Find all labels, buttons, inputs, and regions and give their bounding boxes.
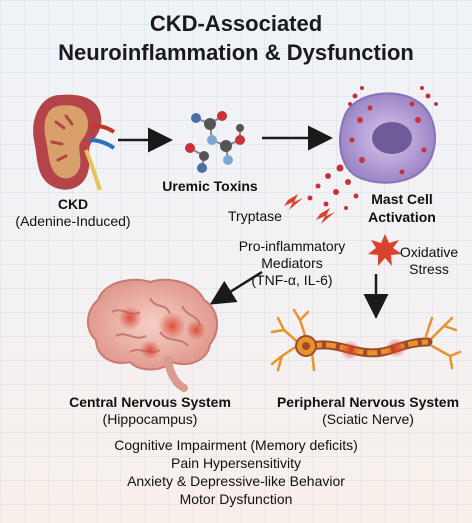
oxidative-stress-label: Oxidative Stress xyxy=(390,244,468,278)
outcome-item: Anxiety & Depressive-like Behavior xyxy=(127,473,345,489)
mast-cell-line2: Activation xyxy=(368,209,436,225)
ckd-label: CKD (Adenine-Induced) xyxy=(8,196,138,230)
tryptase-label: Tryptase xyxy=(228,208,282,224)
oxidative-line1: Oxidative xyxy=(399,244,459,260)
mediators-line2: Mediators xyxy=(261,255,323,271)
lightning-icon xyxy=(284,194,335,224)
oxidative-burst-icon xyxy=(368,234,402,266)
pns-name: Peripheral Nervous System xyxy=(276,394,460,410)
pns-detail: (Sciatic Nerve) xyxy=(322,411,414,427)
cns-name: Central Nervous System xyxy=(69,394,231,410)
oxidative-line2: Stress xyxy=(409,261,449,277)
diagram-title-line1: CKD-Associated xyxy=(149,11,323,36)
toxin-molecules-icon xyxy=(185,111,245,173)
neuron-icon xyxy=(270,308,462,372)
ckd-name: CKD xyxy=(57,196,89,212)
arrow-to-cns xyxy=(209,270,263,305)
outcome-item: Pain Hypersensitivity xyxy=(171,455,301,471)
outcome-item: Motor Dysfunction xyxy=(179,491,293,507)
brain-icon xyxy=(87,278,219,392)
mediators-line3: (TNF-α, IL-6) xyxy=(251,272,333,288)
mast-cell-label: Mast Cell Activation xyxy=(340,190,464,226)
outcome-item: Cognitive Impairment (Memory deficits) xyxy=(114,437,358,453)
cns-label: Central Nervous System (Hippocampus) xyxy=(50,394,250,428)
cns-detail: (Hippocampus) xyxy=(102,411,198,427)
mediators-line1: Pro-inflammatory xyxy=(238,238,346,254)
diagram-title-line2: Neuroinflammation & Dysfunction xyxy=(58,40,414,65)
pns-label: Peripheral Nervous System (Sciatic Nerve… xyxy=(268,394,468,428)
granule-release-icon xyxy=(307,164,359,210)
toxins-label: Uremic Toxins xyxy=(162,178,258,194)
outcomes-list: Cognitive Impairment (Memory deficits) P… xyxy=(0,436,472,508)
mast-cell-line1: Mast Cell xyxy=(371,191,433,207)
ckd-detail: (Adenine-Induced) xyxy=(15,213,131,229)
kidney-icon xyxy=(33,94,116,191)
mast-cell-icon xyxy=(339,86,438,184)
mediators-label: Pro-inflammatory Mediators (TNF-α, IL-6) xyxy=(232,238,352,289)
